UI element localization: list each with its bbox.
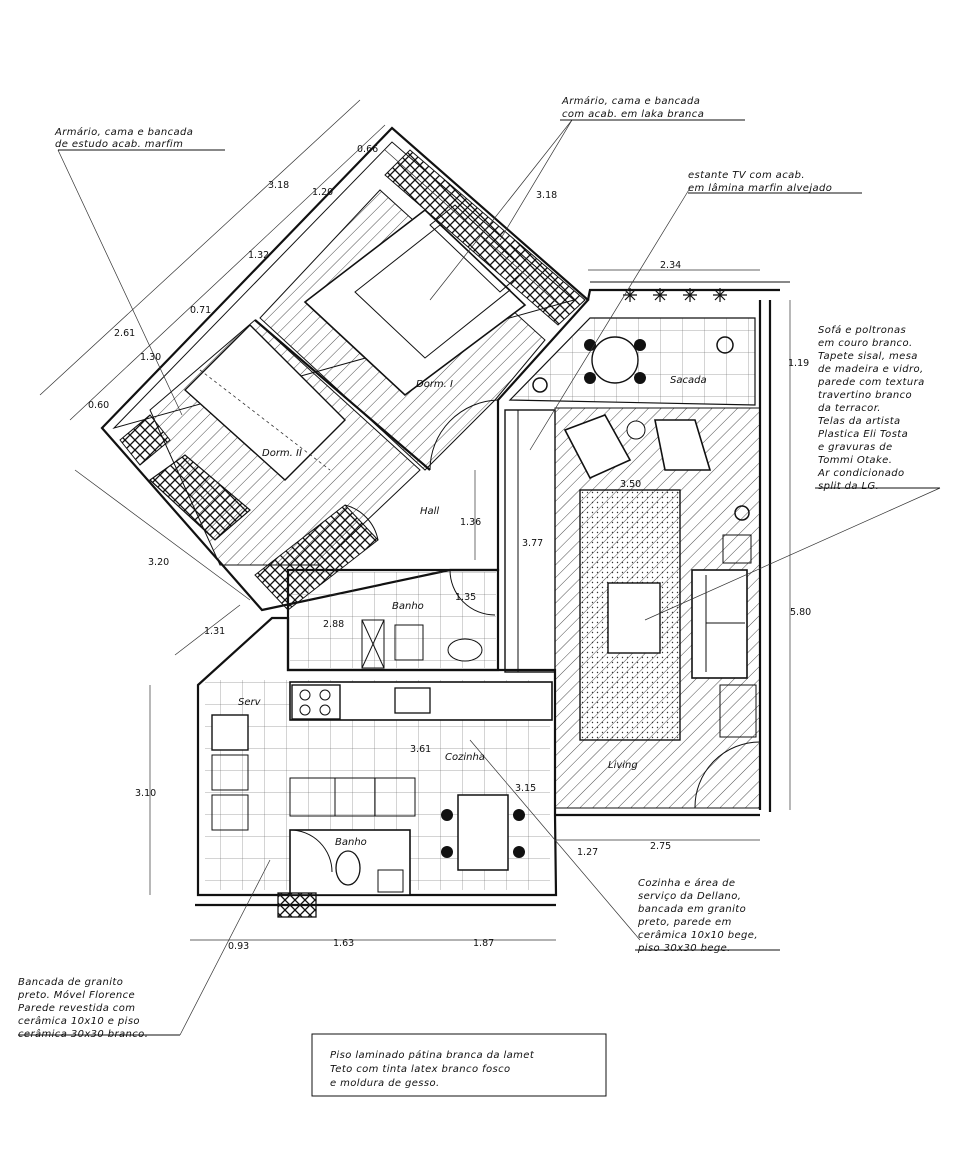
svg-text:Plastica Eli Tosta: Plastica Eli Tosta [818,429,908,440]
dim-5-80: 5.80 [790,607,811,618]
dim-0-60: 0.60 [88,400,109,411]
room-banho-bottom: Banho [335,837,367,848]
bedroom-wing [100,126,590,612]
dim-1-30: 1.30 [140,352,161,363]
coffee-table [607,582,661,654]
dim-0-93: 0.93 [228,941,249,952]
svg-text:Cozinha e área de: Cozinha e área de [638,877,735,889]
sacada-table [591,336,639,384]
svg-text:Sofá e poltronas: Sofá e poltronas [818,324,906,336]
dim-1-87: 1.87 [473,938,494,949]
note-piso: Piso laminado pátina branca da lamet Tet… [311,1033,607,1097]
dim-2-75: 2.75 [650,841,671,852]
svg-text:Ar condicionado: Ar condicionado [817,468,905,479]
note-cozinha: Cozinha e área de serviço da Dellano, ba… [637,877,758,954]
washing-machine [211,714,249,751]
room-cozinha: Cozinha [445,752,485,763]
svg-text:estante TV com acab.: estante TV com acab. [688,170,805,181]
dim-2-88: 2.88 [323,619,344,630]
svg-text:preto. Móvel Florence: preto. Móvel Florence [17,989,135,1001]
svg-text:cerâmica 30x30 branco.: cerâmica 30x30 branco. [18,1028,148,1040]
dim-1-36: 1.36 [460,517,481,528]
dim-3-18-right: 3.18 [536,190,557,201]
svg-text:Piso laminado pátina branca da: Piso laminado pátina branca da lamet [330,1049,535,1061]
dim-2-34: 2.34 [660,260,681,271]
tv-shelf [504,409,556,673]
room-hall: Hall [420,506,439,517]
svg-text:Teto com tinta latex branco fo: Teto com tinta latex branco fosco [330,1064,511,1075]
dorm-2-bed [149,454,251,541]
svg-text:travertino branco: travertino branco [818,390,912,401]
dim-0-71: 0.71 [190,305,211,316]
svg-text:cerâmica 10x10 e piso: cerâmica 10x10 e piso [18,1015,140,1027]
svg-text:Telas da artista: Telas da artista [818,416,901,427]
dim-1-32: 1.32 [248,250,269,261]
dim-1-19: 1.19 [788,358,809,369]
note-bancada: Bancada de granito preto. Móvel Florence… [17,977,148,1040]
svg-text:em couro branco.: em couro branco. [818,338,913,349]
leader-lines [18,119,941,1036]
svg-text:e moldura de gesso.: e moldura de gesso. [330,1078,440,1089]
dorm-2-night-table [119,414,171,466]
svg-text:cerâmica 10x10 bege,: cerâmica 10x10 bege, [638,929,758,941]
kitchen-sink [394,687,431,714]
hall-and-bathroom [286,568,500,672]
dim-1-31: 1.31 [204,626,225,637]
dim-3-18-left: 3.18 [268,180,289,191]
svg-text:piso 30x30 bege.: piso 30x30 bege. [637,943,731,954]
dorm-2-desk [183,324,346,481]
svg-text:e gravuras de: e gravuras de [818,442,893,453]
dim-3-61: 3.61 [410,744,431,755]
dim-3-15: 3.15 [515,783,536,794]
dim-3-20: 3.20 [148,557,169,568]
dining-table [457,794,509,871]
svg-text:preto, parede em: preto, parede em [637,917,732,928]
room-living: Living [608,760,638,771]
svg-text:da terracor.: da terracor. [818,403,881,414]
svg-text:Bancada de granito: Bancada de granito [18,977,123,988]
svg-text:Tommi Otake.: Tommi Otake. [818,455,892,466]
balcony-plants [623,288,727,302]
dorm-1-wardrobe [384,149,586,326]
kitchen-area [195,616,760,918]
dim-1-63: 1.63 [333,938,354,949]
svg-text:Armário, cama e bancada: Armário, cama e bancada [54,126,193,138]
armchair-right [654,419,712,471]
note-armario-marfim: Armário, cama e bancada de estudo acab. … [54,126,193,150]
dorm-1-bed [303,208,527,397]
note-armario-laka: Armário, cama e bancada com acab. em lak… [561,95,704,120]
armchair-left [563,414,632,480]
room-dorm-2: Dorm. II [262,448,302,459]
dim-3-77: 3.77 [522,538,543,549]
svg-text:de estudo acab. marfim: de estudo acab. marfim [55,139,183,150]
room-dorm-1: Dorm. I [416,379,453,390]
dim-2-61: 2.61 [114,328,135,339]
living-area [504,281,790,812]
dim-1-35: 1.35 [455,592,476,603]
svg-text:Tapete sisal, mesa: Tapete sisal, mesa [818,351,918,362]
stove [291,684,341,720]
note-sofa: Sofá e poltronas em couro branco. Tapete… [817,324,925,492]
svg-text:serviço da Dellano,: serviço da Dellano, [638,891,741,902]
svg-text:em lâmina marfin alvejado: em lâmina marfin alvejado [688,182,832,194]
sofa [691,569,748,679]
dim-3-10: 3.10 [135,788,156,799]
room-sacada: Sacada [670,375,707,386]
dim-3-50: 3.50 [620,479,641,490]
note-estante-tv: estante TV com acab. em lâmina marfin al… [688,170,832,194]
svg-text:com acab. em laka branca: com acab. em laka branca [562,109,704,120]
svg-text:Parede revestida com: Parede revestida com [18,1003,135,1014]
svg-text:bancada em granito: bancada em granito [638,904,746,915]
room-serv: Serv [238,697,262,708]
svg-text:Armário, cama e bancada: Armário, cama e bancada [561,95,700,107]
room-banho-top: Banho [392,601,424,612]
svg-text:parede com textura: parede com textura [817,377,925,388]
dim-0-66: 0.66 [357,144,378,155]
svg-text:split da LG.: split da LG. [818,481,879,492]
dim-1-27: 1.27 [577,847,598,858]
dim-1-20: 1.20 [312,187,333,198]
svg-text:de madeira e vidro,: de madeira e vidro, [818,364,924,375]
bathroom-sink [447,638,483,662]
